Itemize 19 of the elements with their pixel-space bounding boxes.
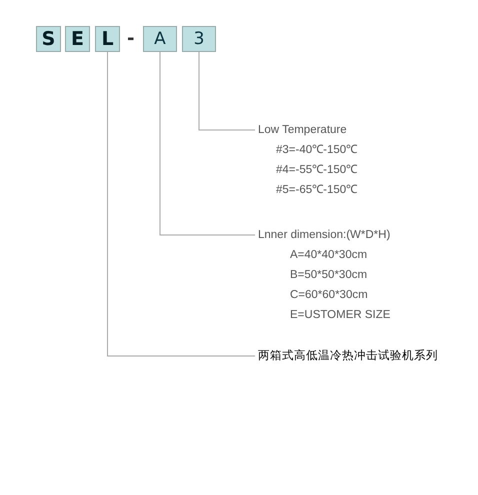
option-value: B=50*50*30cm [289, 268, 368, 283]
leader-line [107, 52, 256, 356]
leader-line [198, 52, 256, 130]
option-value: #4=-55℃-150℃ [275, 163, 358, 178]
option-value: #5=-65℃-150℃ [275, 183, 358, 198]
code-letter-box: A [143, 26, 177, 52]
option-heading: Lnner dimension:(W*D*H) [258, 228, 390, 243]
option-heading: Low Temperature [258, 123, 348, 138]
code-letter-box: 3 [182, 26, 216, 52]
code-letter-box: E [65, 26, 90, 52]
option-value: C=60*60*30cm [289, 288, 369, 303]
code-letter-box: S [36, 26, 61, 52]
option-value: A=40*40*30cm [289, 248, 368, 263]
option-value: E=USTOMER SIZE [289, 308, 390, 323]
separator-dash: - [127, 27, 134, 51]
code-letter-box: L [95, 26, 120, 52]
option-heading: 两箱式高低温冷热冲击试验机系列 [258, 348, 438, 364]
leader-line [160, 52, 256, 236]
option-value: #3=-40℃-150℃ [275, 143, 358, 158]
